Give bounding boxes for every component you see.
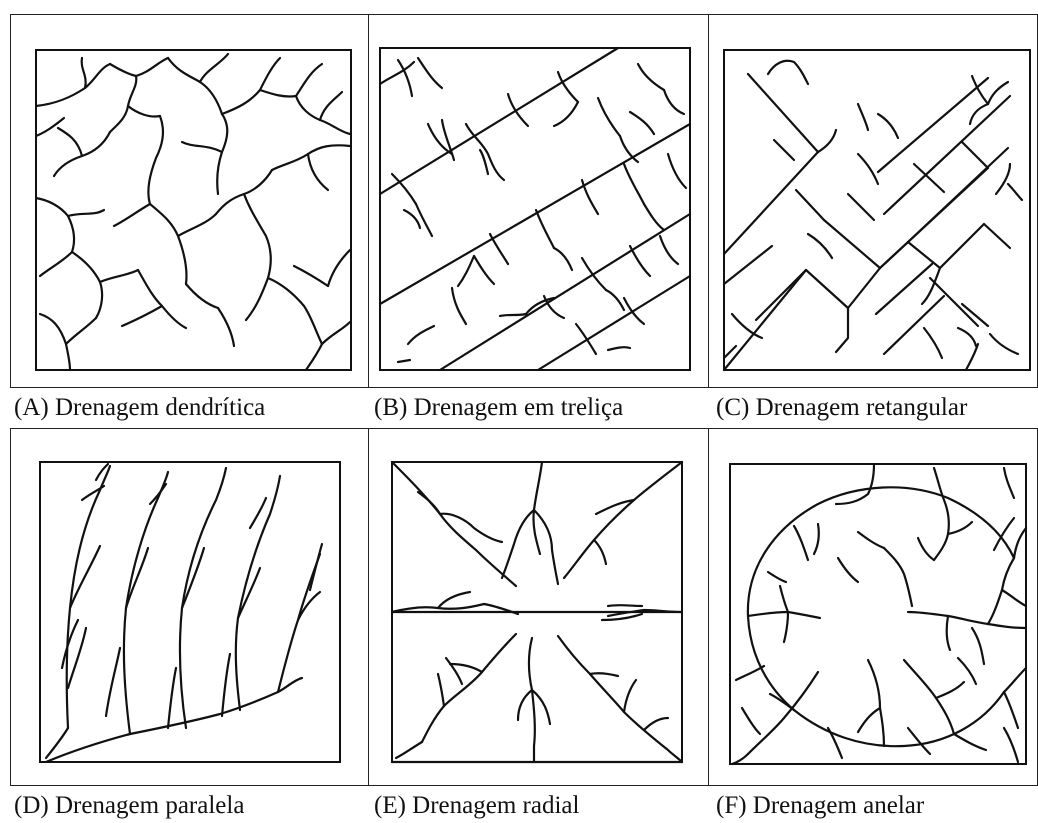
- caption-b: (B) Drenagem em treliça: [374, 393, 623, 423]
- panel-a-diagram: [10, 14, 368, 388]
- caption-e: (E) Drenagem radial: [374, 791, 579, 821]
- panel-b-diagram: [368, 14, 708, 388]
- caption-f: (F) Drenagem anelar: [716, 791, 924, 821]
- caption-c: (C) Drenagem retangular: [716, 393, 967, 423]
- panel-c-diagram: [708, 14, 1038, 388]
- panel-e-diagram: [368, 428, 708, 786]
- panel-f-diagram: [708, 428, 1038, 786]
- caption-d: (D) Drenagem paralela: [14, 791, 244, 821]
- caption-a: (A) Drenagem dendrítica: [14, 393, 265, 423]
- panel-d-diagram: [10, 428, 368, 786]
